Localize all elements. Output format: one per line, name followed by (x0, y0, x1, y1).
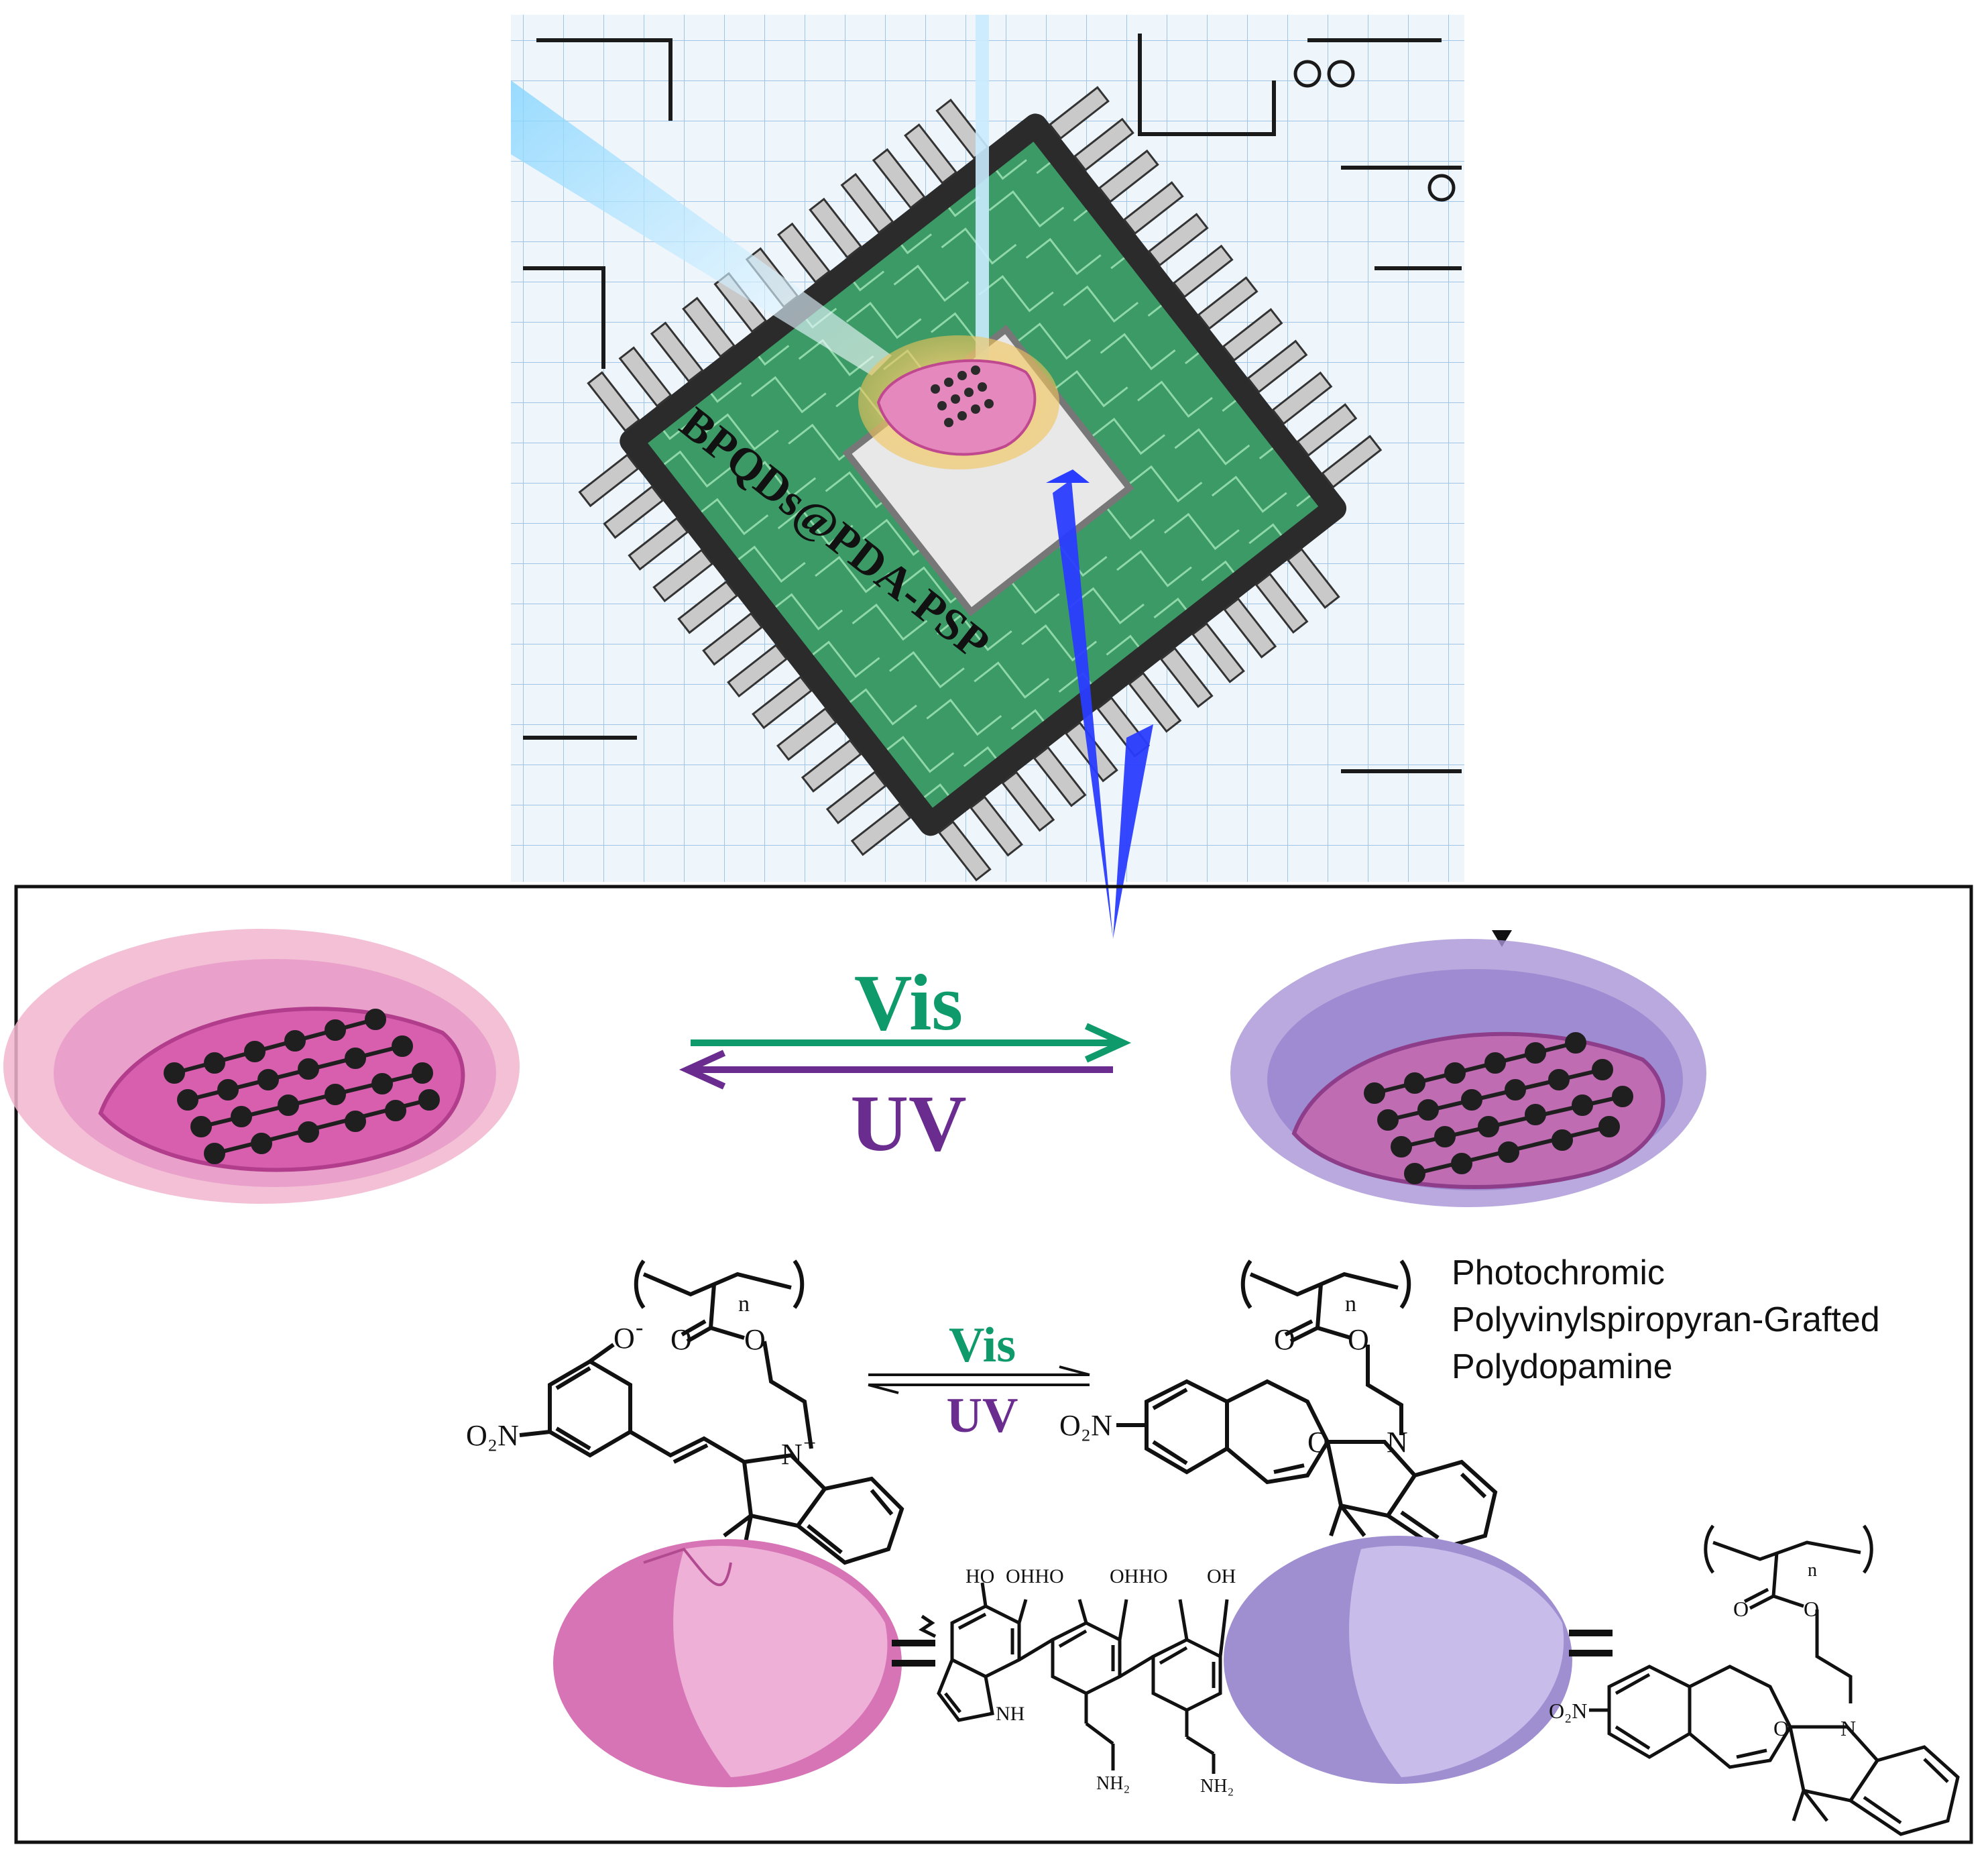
ester-o-bottom-b: O (1804, 1597, 1819, 1621)
pda-nh: NH (996, 1703, 1025, 1725)
pda-amine-1: NH₂ (1096, 1773, 1130, 1794)
polydopamine-structure (919, 1582, 1248, 1774)
light-beam-vertical (976, 15, 989, 376)
bottom-reverse-arrowhead (868, 1384, 899, 1394)
psp-monomer-structure (1589, 1524, 1960, 1836)
bottom-vis-label: Vis (949, 1318, 1016, 1373)
merocyanine-labels: n O O O - O₂N N + (466, 1292, 816, 1471)
spiropyran-labels: n O O O₂N O N (1059, 1292, 1408, 1459)
violet-particle-large (1230, 939, 1706, 1207)
repeat-n-bottom: n (1808, 1560, 1817, 1581)
psp-monomer-labels: n O O O₂N O N (1549, 1560, 1856, 1740)
top-vis-label: Vis (854, 958, 963, 1047)
violet-psp-particle (1224, 1536, 1572, 1784)
spiropyran-structure (1116, 1259, 1498, 1552)
circuit-pads (1293, 60, 1456, 202)
chip-illustration: BPQDs@PDA-PSP (511, 15, 1464, 882)
bottom-uv-label: UV (947, 1388, 1018, 1443)
blue-arrow-head (1046, 469, 1090, 483)
pda-hydroxyl-3: OHHO (1110, 1565, 1168, 1587)
ring-nitrogen-bottom: N (1840, 1716, 1856, 1740)
phenolate-charge: - (636, 1315, 643, 1340)
ester-o-bottom-a: O (1733, 1597, 1749, 1621)
circuit-traces (523, 34, 1462, 773)
repeat-n-left: n (738, 1292, 750, 1316)
nitrogen-plus: N (781, 1438, 803, 1471)
top-reverse-arrowhead (679, 1050, 726, 1090)
description-line-1: Photochromic (1452, 1253, 1665, 1292)
nitro-group-right: O₂N (1059, 1409, 1112, 1442)
top-uv-label: UV (850, 1078, 966, 1168)
description-line-2: Polyvinylspiropyran-Grafted (1452, 1300, 1880, 1339)
pda-amine-2: NH₂ (1200, 1776, 1234, 1797)
ester-o-left-b: O (744, 1323, 766, 1356)
ring-oxygen-bottom: O (1773, 1716, 1789, 1740)
polymer-description: Photochromic Polyvinylspiropyran-Grafted… (1452, 1253, 1880, 1386)
bottom-forward-arrowhead (1059, 1365, 1090, 1376)
pda-hydroxyl-4: OH (1207, 1565, 1236, 1587)
pink-particle-large (3, 929, 520, 1204)
marker-triangle (1492, 930, 1512, 947)
chip-particle-lattice (931, 365, 994, 427)
equals-sign-right (1569, 1630, 1613, 1656)
pink-pda-particle (553, 1539, 902, 1787)
repeat-n-right: n (1345, 1292, 1356, 1316)
light-beam-left (511, 80, 892, 376)
chip-particle (876, 359, 1037, 456)
ring-oxygen: O (1307, 1426, 1329, 1459)
equals-sign-left (892, 1640, 935, 1667)
blue-pointer-arrow (1053, 480, 1153, 939)
ester-o-right-a: O (1274, 1323, 1295, 1356)
mechanism-frame (14, 885, 1973, 1844)
top-forward-arrowhead (1084, 1023, 1132, 1063)
top-equilibrium: Vis UV (679, 958, 1132, 1168)
ester-o-right-b: O (1348, 1323, 1369, 1356)
phenolate-oxygen: O (613, 1322, 635, 1355)
polydopamine-labels: HO OHHO OHHO OH NH NH₂ NH₂ (966, 1565, 1236, 1797)
nitro-group-left: O₂N (466, 1419, 519, 1452)
ring-nitrogen: N (1387, 1426, 1408, 1459)
merocyanine-structure (519, 1259, 904, 1565)
description-line-3: Polydopamine (1452, 1347, 1673, 1386)
pda-hydroxyl-1: HO (966, 1565, 994, 1587)
nitrogen-charge: + (803, 1431, 816, 1456)
ester-o-left-a: O (670, 1323, 692, 1356)
pda-hydroxyl-2: OHHO (1006, 1565, 1064, 1587)
bottom-equilibrium: Vis UV (868, 1318, 1090, 1443)
nitro-group-bottom: O₂N (1549, 1699, 1587, 1723)
